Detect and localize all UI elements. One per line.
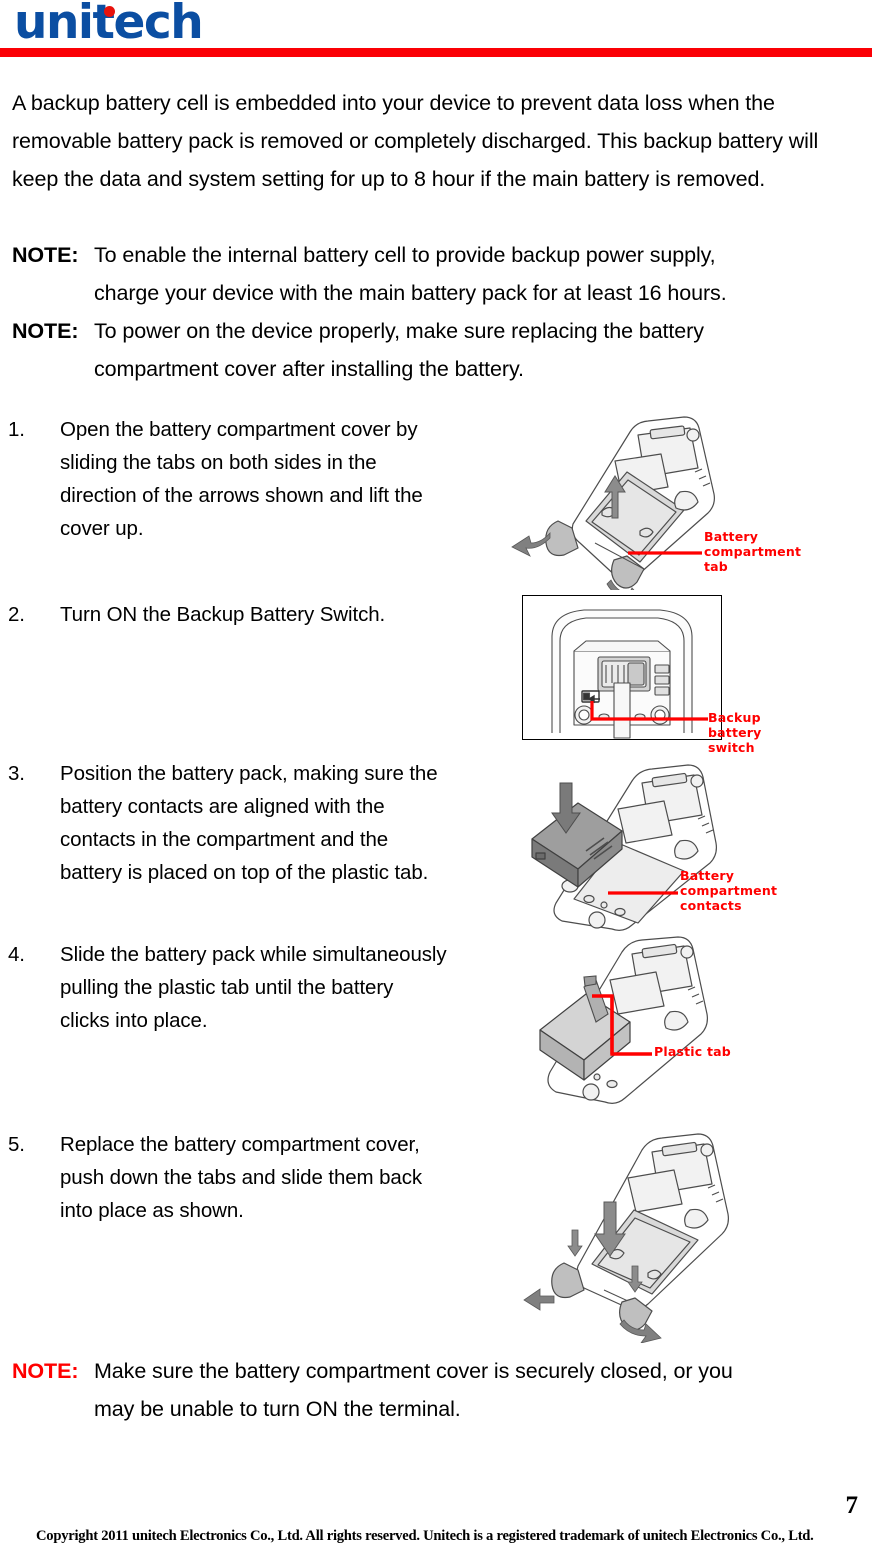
compartment-illustration — [551, 609, 708, 739]
step-item-5: 5. Replace the battery compartment cover… — [8, 1128, 448, 1227]
device-illustration-1 — [511, 416, 715, 590]
note-line-2: compartment cover after installing the b… — [94, 357, 524, 381]
note-tag: NOTE: — [12, 243, 79, 267]
note-block-1: NOTE: To enable the internal battery cel… — [12, 236, 860, 312]
step-item-3: 3. Position the battery pack, making sur… — [8, 757, 448, 889]
step-text: Position the battery pack, making sure t… — [60, 762, 438, 884]
step-text: Open the battery compartment cover by sl… — [60, 418, 423, 540]
step-number: 2. — [8, 603, 25, 626]
page-header: unitech — [0, 0, 872, 58]
step-number: 5. — [8, 1133, 25, 1156]
step-item-4: 4. Slide the battery pack while simultan… — [8, 938, 448, 1037]
plastic-tab-figure: Plastic tab — [492, 932, 792, 1112]
device-illustration-5 — [523, 1133, 729, 1343]
step-text: Slide the battery pack while simultaneou… — [60, 943, 447, 1032]
replace-cover-figure — [492, 1118, 792, 1343]
step-item-2: 2. Turn ON the Backup Battery Switch. — [8, 598, 448, 631]
note-row: NOTE: To power on the device properly, m… — [12, 312, 860, 350]
device-illustration-3 — [531, 764, 717, 931]
battery-compartment-tab-figure: Battery compartment tab — [462, 408, 801, 590]
note-line-2: may be unable to turn ON the terminal. — [94, 1397, 461, 1421]
step-text: Turn ON the Backup Battery Switch. — [60, 603, 386, 626]
figure-caption: Plastic tab — [654, 1044, 731, 1059]
step-number: 4. — [8, 943, 25, 966]
note-line-2: charge your device with the main battery… — [94, 281, 727, 305]
intro-paragraph: A backup battery cell is embedded into y… — [12, 91, 819, 191]
step-number: 1. — [8, 418, 25, 441]
battery-compartment-contacts-figure: Battery compartment contacts — [492, 753, 792, 938]
backup-battery-switch-figure: Backup battery switch — [522, 595, 761, 755]
figure-border — [522, 595, 722, 740]
logo-dot-icon — [104, 6, 115, 17]
note-line-1: To power on the device properly, make su… — [94, 319, 704, 343]
note-row: NOTE: To enable the internal battery cel… — [12, 236, 860, 274]
note-line-1: Make sure the battery compartment cover … — [94, 1359, 733, 1383]
page-number: 7 — [845, 1492, 859, 1519]
figure-caption: Battery compartment tab — [704, 529, 802, 574]
note-tag: NOTE: — [12, 1359, 79, 1383]
header-red-rule — [0, 48, 872, 57]
figure-caption: Backup battery switch — [708, 710, 762, 755]
final-note-block: NOTE: Make sure the battery compartment … — [12, 1352, 860, 1428]
note-tag: NOTE: — [12, 319, 79, 343]
device-illustration-4 — [539, 936, 708, 1104]
copyright-notice: Copyright 2011 unitech Electronics Co., … — [36, 1528, 814, 1544]
step-item-1: 1. Open the battery compartment cover by… — [8, 413, 448, 545]
note-block-2: NOTE: To power on the device properly, m… — [12, 312, 860, 388]
step-text: Replace the battery compartment cover, p… — [60, 1133, 423, 1222]
figure-caption: Battery compartment contacts — [680, 868, 778, 913]
note-line-1: To enable the internal battery cell to p… — [94, 243, 716, 267]
step-number: 3. — [8, 762, 25, 785]
note-row: NOTE: Make sure the battery compartment … — [12, 1352, 860, 1390]
